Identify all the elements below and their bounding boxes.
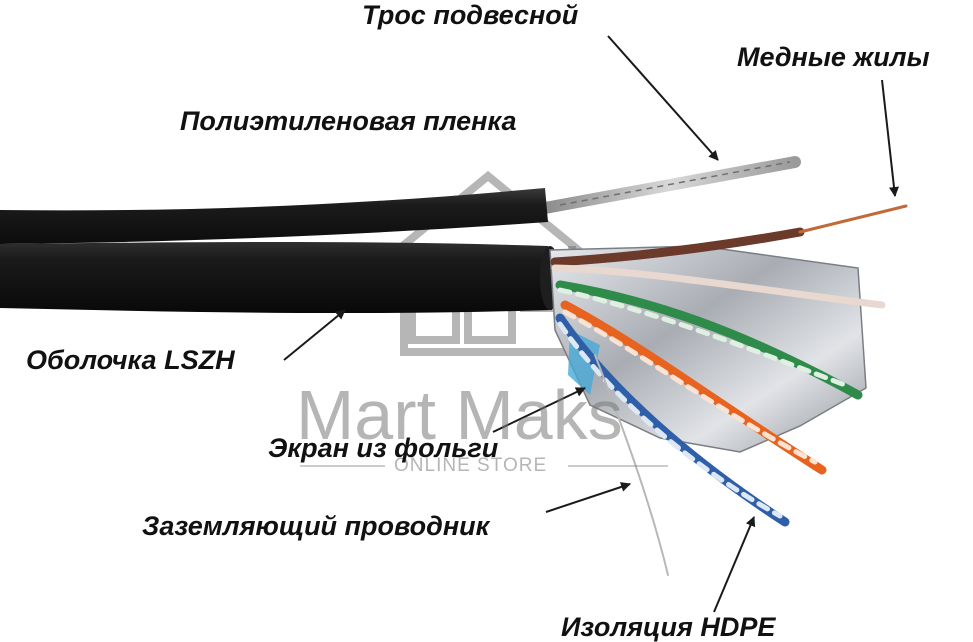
arrow-ground xyxy=(545,482,631,513)
arrow-foil xyxy=(492,387,586,433)
watermark-tagline: ONLINE STORE xyxy=(394,455,548,476)
arrow-jacket xyxy=(283,309,346,361)
label-polyethylene-film: Полиэтиленовая пленка xyxy=(180,106,517,136)
label-copper-cores: Медные жилы xyxy=(737,42,930,72)
label-hdpe-insulation: Изоляция HDPE xyxy=(561,612,776,642)
arrow-copper xyxy=(881,79,899,197)
arrow-hdpe xyxy=(713,516,756,613)
label-ground-conductor: Заземляющий проводник xyxy=(142,511,490,541)
watermark-brand: Mart Maks xyxy=(296,376,623,454)
messenger-wire xyxy=(539,156,801,214)
lszh-jacket xyxy=(0,242,552,314)
messenger-jacket xyxy=(0,188,548,244)
leader-arrows xyxy=(283,35,899,613)
twisted-pairs xyxy=(550,204,908,576)
label-lszh-jacket: Оболочка LSZH xyxy=(26,345,235,375)
arrow-messenger xyxy=(607,35,719,161)
label-foil-screen: Экран из фольги xyxy=(268,433,499,463)
label-messenger-cable: Трос подвесной xyxy=(362,0,579,30)
